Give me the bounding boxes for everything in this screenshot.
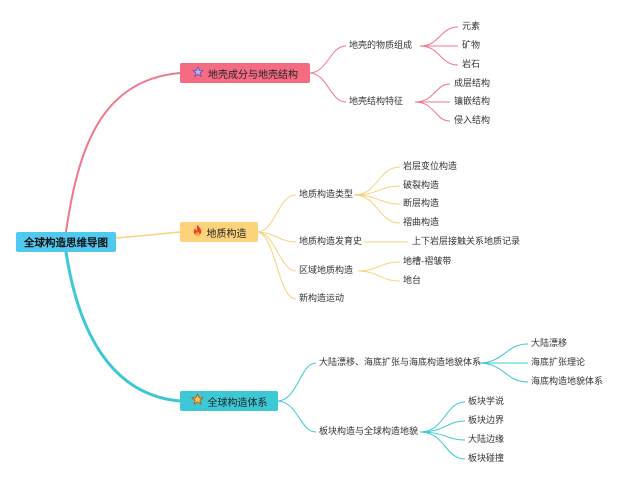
connector (419, 45, 459, 66)
subtopic-node[interactable]: 海底构造地貌体系 (531, 377, 604, 387)
connector (357, 261, 401, 272)
connector (414, 101, 451, 122)
branch-label: 全球构造体系 (207, 397, 268, 409)
connector (419, 26, 459, 47)
connector-root-branch-2 (115, 231, 181, 239)
subtopic-node[interactable]: 板块边界 (468, 416, 505, 426)
connector (309, 45, 347, 74)
connector (277, 400, 317, 433)
connector (419, 431, 466, 460)
subtopic-node[interactable]: 地槽-褶皱带 (403, 257, 452, 267)
topic-node[interactable]: 地壳的物质组成 (349, 41, 413, 51)
subtopic-node[interactable]: 侵入结构 (454, 116, 491, 126)
subtopic-node[interactable]: 板块碰撞 (468, 454, 505, 464)
subtopic-node[interactable]: 岩石 (462, 60, 481, 70)
branch-node-global-tectonics[interactable]: 全球构造体系 (180, 391, 278, 411)
connectors-branch-3 (277, 343, 529, 460)
subtopic-node[interactable]: 矿物 (462, 41, 481, 51)
topic-node[interactable]: 板块构造与全球构造地貌 (319, 427, 419, 437)
topic-node[interactable]: 地质构造发育史 (299, 237, 363, 247)
branch-label: 地质构造 (206, 228, 247, 240)
connector (257, 194, 297, 233)
star-icon (190, 392, 204, 409)
connector (419, 420, 466, 433)
topic-node[interactable]: 大陆漂移、海底扩张与海底构造地貌体系 (319, 358, 482, 368)
subtopic-node[interactable]: 褶曲构造 (403, 218, 440, 228)
topic-node[interactable]: 新构造运动 (299, 294, 345, 304)
branch-label: 地壳成分与地壳结构 (208, 69, 298, 81)
subtopic-node[interactable]: 海底扩张理论 (531, 358, 586, 368)
connectors-branch-1 (309, 26, 459, 122)
connector-root-branch-1 (65, 72, 181, 233)
root-node[interactable]: 全球构造思维导图 (16, 232, 116, 252)
connector (257, 231, 297, 243)
connector (419, 401, 466, 433)
subtopic-node[interactable]: 成层结构 (454, 79, 491, 89)
connector (353, 166, 401, 196)
connector (257, 231, 297, 272)
fire-icon (192, 224, 203, 240)
subtopic-node[interactable]: 镶嵌结构 (454, 97, 491, 107)
subtopic-node[interactable]: 岩层变位构造 (403, 162, 458, 172)
subtopic-node[interactable]: 板块学说 (468, 397, 505, 407)
topic-node[interactable]: 区域地质构造 (299, 266, 354, 276)
connector (477, 343, 529, 364)
subtopic-node[interactable]: 上下岩层接触关系地质记录 (412, 237, 521, 247)
subtopic-node[interactable]: 元素 (462, 22, 481, 32)
connector (277, 362, 317, 402)
connector (477, 362, 529, 383)
connector (414, 83, 451, 103)
connectors-branch-2 (257, 166, 408, 300)
star-icon (191, 65, 205, 81)
connector (309, 72, 347, 103)
subtopic-node[interactable]: 大陆漂移 (531, 339, 568, 349)
subtopic-node[interactable]: 破裂构造 (403, 181, 440, 191)
connector (353, 194, 401, 224)
subtopic-node[interactable]: 断层构造 (403, 199, 440, 209)
branch-node-structure[interactable]: 地质构造 (180, 222, 258, 242)
subtopic-node[interactable]: 大陆边缘 (468, 435, 505, 445)
topic-node[interactable]: 地壳结构特征 (349, 97, 404, 107)
subtopic-node[interactable]: 地台 (403, 276, 422, 286)
branch-node-crust[interactable]: 地壳成分与地壳结构 (180, 63, 310, 83)
connector-root-branch-3 (64, 251, 181, 403)
connector (257, 231, 297, 300)
connector (357, 270, 401, 282)
topic-node[interactable]: 地质构造类型 (299, 190, 354, 200)
